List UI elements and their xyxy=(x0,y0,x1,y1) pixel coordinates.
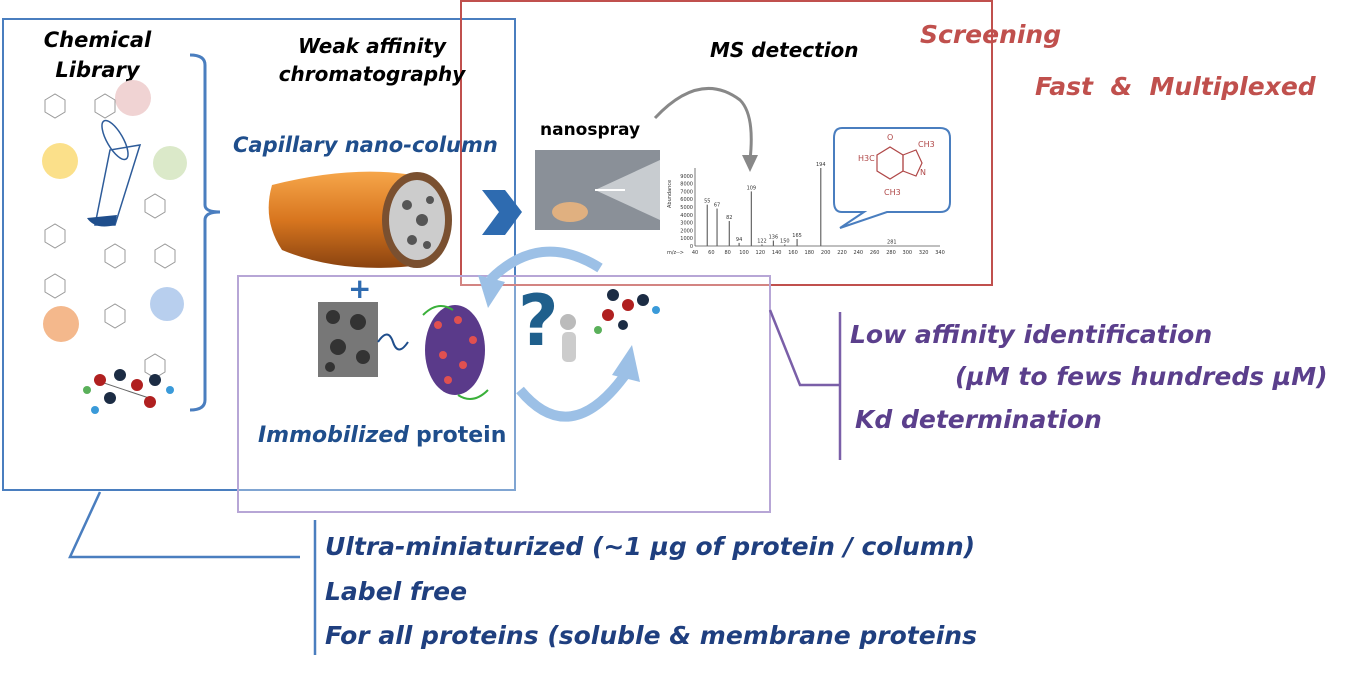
x-tick-label: 60 xyxy=(708,250,714,256)
y-tick-label: 8000 xyxy=(680,182,693,188)
y-tick-label: 4000 xyxy=(680,213,693,219)
y-tick-label: 1000 xyxy=(680,236,693,242)
affinity-line2: (µM to fews hundreds µM) xyxy=(955,362,1328,391)
svg-text:?: ? xyxy=(518,280,559,362)
cycle-arrow-bottom-head-icon xyxy=(612,345,640,382)
cycle-arrow-top-icon xyxy=(486,246,603,284)
y-tick-label: 3000 xyxy=(680,221,693,227)
x-tick-label: 260 xyxy=(870,250,880,256)
peak-label: 109 xyxy=(747,185,757,191)
caffeine-callout: H3C O CH3 CH3 N xyxy=(833,127,951,229)
peak-label: 194 xyxy=(816,162,826,168)
affinity-line3: Kd determination xyxy=(855,405,1102,434)
y-axis-label: Abundance xyxy=(667,180,673,208)
cycle-arrow-bottom-icon xyxy=(516,372,630,422)
y-tick-label: 0 xyxy=(690,244,693,250)
y-tick-label: 5000 xyxy=(680,205,693,211)
peak-label: 94 xyxy=(736,237,742,243)
ms-arrow-head-icon xyxy=(742,155,758,172)
screening-box xyxy=(460,0,993,286)
y-tick-label: 2000 xyxy=(680,228,693,234)
y-tick-label: 6000 xyxy=(680,197,693,203)
y-tick-label: 9000 xyxy=(680,174,693,180)
x-axis-label: m/z--> xyxy=(667,250,684,256)
peak-label: 122 xyxy=(757,238,767,244)
x-tick-label: 280 xyxy=(886,250,896,256)
library-title-line1: Chemical xyxy=(43,28,152,52)
peak-label: 82 xyxy=(726,215,732,221)
mass-spectrum: Abundancem/z-->0100020003000400050006000… xyxy=(667,162,945,256)
x-tick-label: 200 xyxy=(821,250,831,256)
x-tick-label: 80 xyxy=(724,250,730,256)
chemical-library-structures xyxy=(42,80,187,414)
x-tick-label: 160 xyxy=(788,250,798,256)
library-title: Chemical Library xyxy=(30,25,165,85)
capillary-column-image xyxy=(268,171,452,268)
peak-label: 67 xyxy=(714,203,720,209)
cycle-arrow-top-head-icon xyxy=(478,275,505,308)
chromatography-box xyxy=(2,18,516,491)
oxygen-label: O xyxy=(887,133,893,142)
feature-line3: For all proteins (soluble & membrane pro… xyxy=(325,621,977,650)
nitrogen-label: N xyxy=(920,168,926,177)
feature-line1: Ultra-miniaturized (~1 µg of protein / c… xyxy=(325,532,976,561)
peak-label: 281 xyxy=(887,240,897,246)
ms-title: MS detection xyxy=(710,38,859,62)
affinity-connector xyxy=(768,309,840,387)
protein-word: protein xyxy=(416,423,507,448)
question-figure-icon: ? xyxy=(518,280,660,362)
screening-title: Screening xyxy=(920,20,1062,49)
x-tick-label: 40 xyxy=(692,250,698,256)
features-connector xyxy=(68,491,300,559)
library-tube-icon xyxy=(94,119,142,226)
molecule-icon xyxy=(83,369,174,414)
x-tick-label: 180 xyxy=(805,250,815,256)
x-tick-label: 120 xyxy=(756,250,766,256)
chromatography-title-line2: chromatography xyxy=(278,62,466,86)
x-tick-label: 220 xyxy=(837,250,847,256)
chromatography-title-line1: Weak affinity xyxy=(297,34,447,58)
feature-line2: Label free xyxy=(325,577,468,606)
nanospray-image xyxy=(535,150,660,230)
immobilized-protein-label: Immobilized protein xyxy=(258,423,506,448)
library-title-line2: Library xyxy=(55,58,140,82)
ms-arrow-icon xyxy=(653,86,753,161)
ch3-top-label: CH3 xyxy=(918,140,935,149)
column-label: Capillary nano-column xyxy=(233,133,498,157)
peak-label: 150 xyxy=(780,238,790,244)
x-tick-label: 140 xyxy=(772,250,782,256)
ch3-bottom-label: CH3 xyxy=(884,188,901,197)
x-tick-label: 300 xyxy=(903,250,913,256)
x-tick-label: 100 xyxy=(739,250,749,256)
chromatography-title: Weak affinity chromatography xyxy=(262,32,482,88)
x-tick-label: 320 xyxy=(919,250,929,256)
screening-subtitle: Fast & Multiplexed xyxy=(1035,72,1316,101)
h3c-label: H3C xyxy=(858,154,875,163)
protein-image xyxy=(422,305,489,400)
y-tick-label: 7000 xyxy=(680,189,693,195)
peak-label: 165 xyxy=(792,233,802,239)
porous-support-image xyxy=(318,302,409,377)
peak-label: 136 xyxy=(769,235,779,241)
plus-sign: + xyxy=(348,272,372,305)
nanospray-label: nanospray xyxy=(540,120,641,140)
x-tick-label: 340 xyxy=(935,250,945,256)
affinity-line1: Low affinity identification xyxy=(850,320,1213,349)
immobilized-word: Immobilized xyxy=(258,423,409,448)
flow-chevron-icon xyxy=(482,190,522,235)
library-bracket xyxy=(189,53,221,412)
peak-label: 55 xyxy=(704,199,710,205)
x-tick-label: 240 xyxy=(854,250,864,256)
